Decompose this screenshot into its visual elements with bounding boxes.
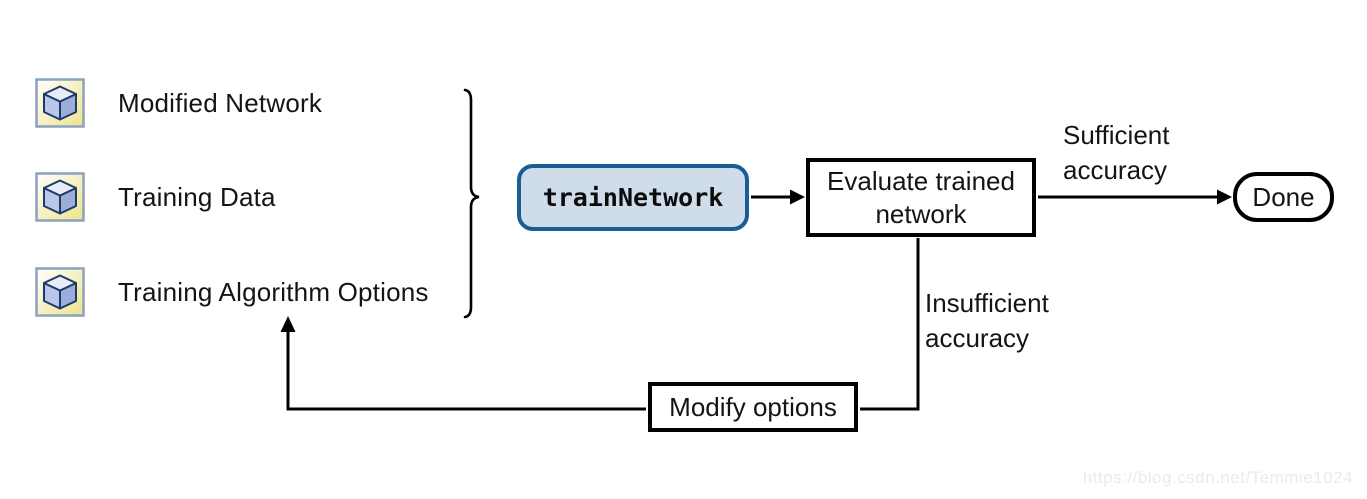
grouping-brace (463, 88, 480, 319)
node-evaluate-trained-network: Evaluate trained network (806, 158, 1036, 237)
edge-label-insufficient-accuracy: Insufficient accuracy (925, 288, 1049, 353)
edge-label-sufficient-accuracy: Sufficient accuracy (1063, 120, 1170, 185)
cube-block-icon (35, 78, 85, 128)
arrowhead-inputs (280, 316, 296, 332)
input-item-training-data: Training Data (35, 172, 276, 222)
node-modify-options: Modify options (648, 382, 858, 432)
input-label: Training Data (118, 181, 276, 212)
input-label: Training Algorithm Options (118, 276, 429, 307)
input-label: Modified Network (118, 87, 323, 118)
node-done: Done (1233, 172, 1334, 222)
edge-evaluate-to-modify (860, 238, 920, 411)
cube-block-icon (35, 172, 85, 222)
input-item-modified-network: Modified Network (35, 78, 322, 128)
watermark-text: https://blog.csdn.net/Temmie1024 (1082, 468, 1353, 487)
edge-modify-to-inputs (286, 331, 646, 411)
node-train-network: trainNetwork (517, 164, 749, 231)
arrowhead-done (1217, 189, 1232, 205)
arrowhead-evaluate (790, 189, 805, 205)
input-item-training-algorithm-options: Training Algorithm Options (35, 267, 429, 317)
cube-block-icon (35, 267, 85, 317)
